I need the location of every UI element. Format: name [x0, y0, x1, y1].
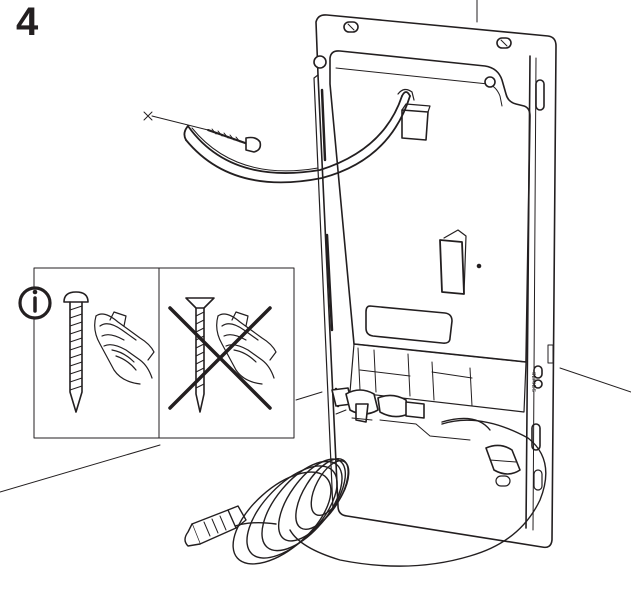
device-plate — [313, 14, 557, 549]
hand-left-icon — [94, 311, 155, 385]
screw-top-left — [313, 55, 327, 69]
clip-bottom-right — [485, 444, 521, 475]
hand-right-icon — [216, 311, 277, 385]
top-slot-left — [343, 21, 359, 33]
wall-floor-lines — [0, 0, 631, 493]
plug-icon — [191, 509, 237, 545]
cross-mark-icon — [168, 306, 272, 410]
device-side-label: SERIES — [530, 372, 536, 393]
rail-screw — [143, 111, 262, 153]
pan-head-screw — [63, 291, 89, 413]
side-slot-3 — [531, 423, 541, 451]
curved-rail — [183, 88, 415, 184]
side-slot-1 — [535, 79, 545, 111]
side-slot-2 — [533, 365, 543, 379]
countersunk-screw — [185, 297, 215, 413]
power-cable — [184, 419, 547, 567]
info-panel — [33, 267, 295, 439]
top-slot-right — [496, 37, 512, 49]
hole-top-right — [484, 76, 496, 88]
info-icon — [18, 286, 52, 320]
step-number: 4 — [16, 0, 39, 44]
bottom-clips — [331, 387, 471, 441]
